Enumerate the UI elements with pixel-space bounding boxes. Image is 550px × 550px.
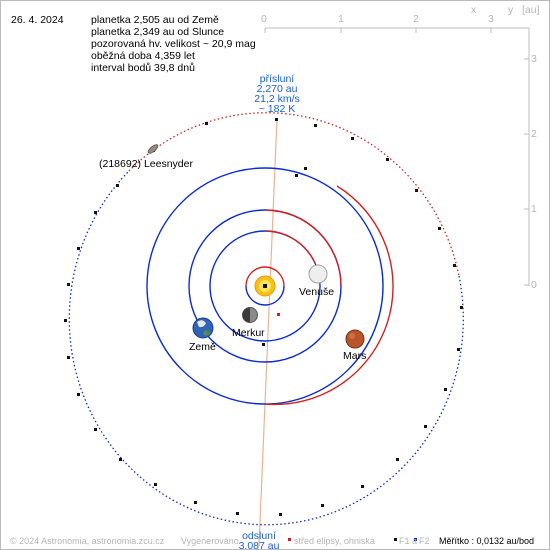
x-tick-2: 2	[413, 13, 419, 25]
mars-orbit-arc	[264, 185, 394, 406]
legend-f1-label: F1 a	[399, 536, 418, 546]
venus-label: Venuše	[299, 286, 335, 298]
mercury-orbit-upper	[245, 266, 285, 287]
info-magnitude: pozorovaná hv. velikost ~ 20,9 mag	[91, 38, 256, 50]
legend-f2-marker	[414, 538, 417, 541]
info-distance-sun: planetka 2,349 au od Slunce	[91, 26, 225, 38]
x-tick-3: 3	[488, 13, 494, 25]
earth-label: Země	[189, 341, 216, 353]
x-tick-0: 0	[261, 13, 267, 25]
sun	[254, 275, 276, 297]
earth-planet	[192, 317, 214, 339]
venus-orbit-arc	[264, 230, 316, 264]
x-tick-1: 1	[338, 13, 344, 25]
info-period: oběžná doba 4,359 let	[91, 50, 195, 62]
asteroid-orbit-blue	[68, 170, 464, 526]
axes	[264, 27, 530, 286]
mars-planet	[345, 329, 365, 349]
mercury-label: Merkur	[232, 327, 265, 339]
legend-f2-label: F2	[419, 536, 430, 546]
perihelion-temperature: ~ 182 K	[258, 103, 296, 115]
date-label: 26. 4. 2024	[11, 14, 64, 26]
info-point-interval: interval bodů 39,8 dnů	[91, 62, 195, 74]
perihelion-distance: 2,270 au	[256, 83, 298, 95]
perihelion-title: přísluní	[259, 73, 295, 85]
aphelion-title: odsluní	[242, 530, 276, 542]
x-axis-label: x	[471, 4, 477, 16]
venus-planet	[308, 264, 328, 284]
info-distance-earth: planetka 2,505 au od Země	[91, 14, 219, 26]
mars-label: Mars	[343, 350, 367, 362]
footer-copyright: © 2024 Astronomia, astronomia.zcu.cz	[10, 536, 165, 546]
asteroid-orbit-red	[128, 112, 460, 277]
y-tick-1: 1	[531, 203, 537, 215]
earth-orbit-arc	[264, 209, 342, 287]
footer-generated: Vygenerováno	[181, 536, 239, 546]
legend-f1-marker	[394, 538, 397, 541]
y-tick-2: 2	[531, 128, 537, 140]
legend-center-label: střed elipsy, ohniska	[294, 536, 375, 546]
y-tick-0: 0	[531, 279, 537, 291]
legend-center-marker	[288, 538, 291, 541]
mercury-orbit-lower	[245, 285, 285, 306]
apsis-line	[258, 118, 278, 547]
perihelion-speed: 21,2 km/s	[254, 93, 300, 105]
scale-label: Měřítko : 0,0132 au/bod	[439, 536, 535, 546]
axis-unit: [au]	[522, 4, 540, 16]
y-axis-label: y	[508, 4, 514, 16]
aphelion-distance: 3,087 au	[238, 540, 280, 550]
y-tick-3: 3	[531, 53, 537, 65]
mercury-planet	[242, 307, 258, 323]
asteroid-marker	[147, 144, 159, 154]
asteroid-label: (218692) Leesnyder	[99, 158, 193, 170]
orbit-point-markers	[64, 118, 463, 516]
